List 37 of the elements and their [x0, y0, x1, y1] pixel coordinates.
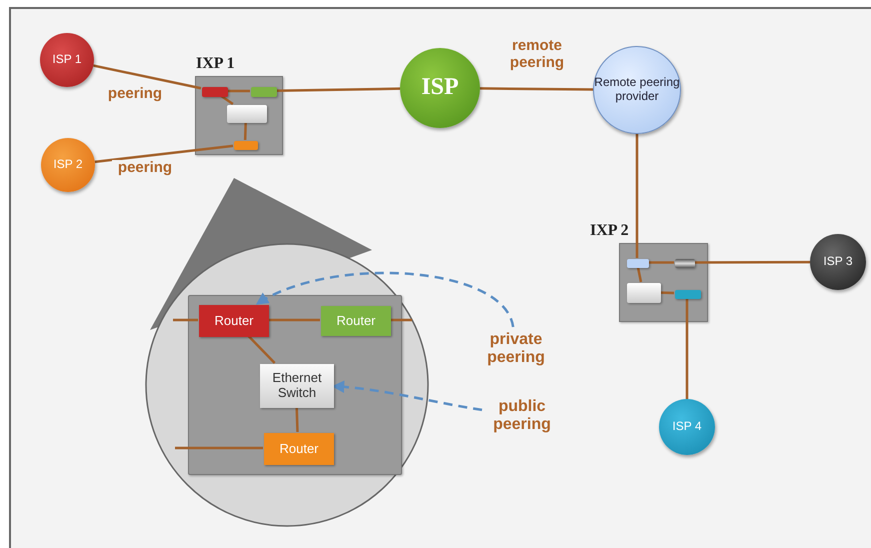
connection-line	[636, 266, 642, 282]
connection-line	[686, 298, 688, 399]
annotation-text: private peering	[476, 327, 556, 371]
connection-line	[295, 406, 299, 432]
router-block	[675, 290, 701, 299]
connection-line	[480, 87, 594, 91]
connection-line	[648, 261, 674, 264]
connection-line	[276, 87, 400, 92]
router-box: Router	[264, 433, 334, 465]
router-block	[202, 87, 228, 97]
connection-line	[175, 446, 263, 450]
exchange-panel	[188, 295, 402, 475]
connection-line	[636, 134, 638, 258]
router-block	[627, 259, 649, 268]
dashed-arrow	[256, 272, 514, 328]
annotation-text: public peering	[482, 394, 562, 438]
connection-line	[244, 122, 247, 140]
connection-line	[220, 94, 234, 106]
connection-line	[94, 144, 234, 164]
connection-line	[93, 64, 202, 90]
panel-title: IXP 2	[590, 222, 629, 240]
panel-title: IXP 1	[196, 55, 235, 73]
connection-line	[268, 318, 320, 322]
router-box: Router	[199, 305, 269, 337]
connection-line	[248, 335, 276, 364]
router-box: Router	[321, 306, 391, 336]
connection-line	[227, 90, 250, 92]
connection-line	[390, 318, 412, 322]
router-block	[675, 259, 695, 268]
connection-line	[660, 291, 674, 294]
router-block	[234, 141, 258, 150]
switch-block	[227, 105, 267, 123]
router-block	[251, 87, 277, 97]
connection-line	[694, 260, 810, 264]
connection-line	[173, 318, 198, 322]
switch-box: Ethernet Switch	[260, 364, 334, 408]
switch-block	[627, 283, 661, 303]
